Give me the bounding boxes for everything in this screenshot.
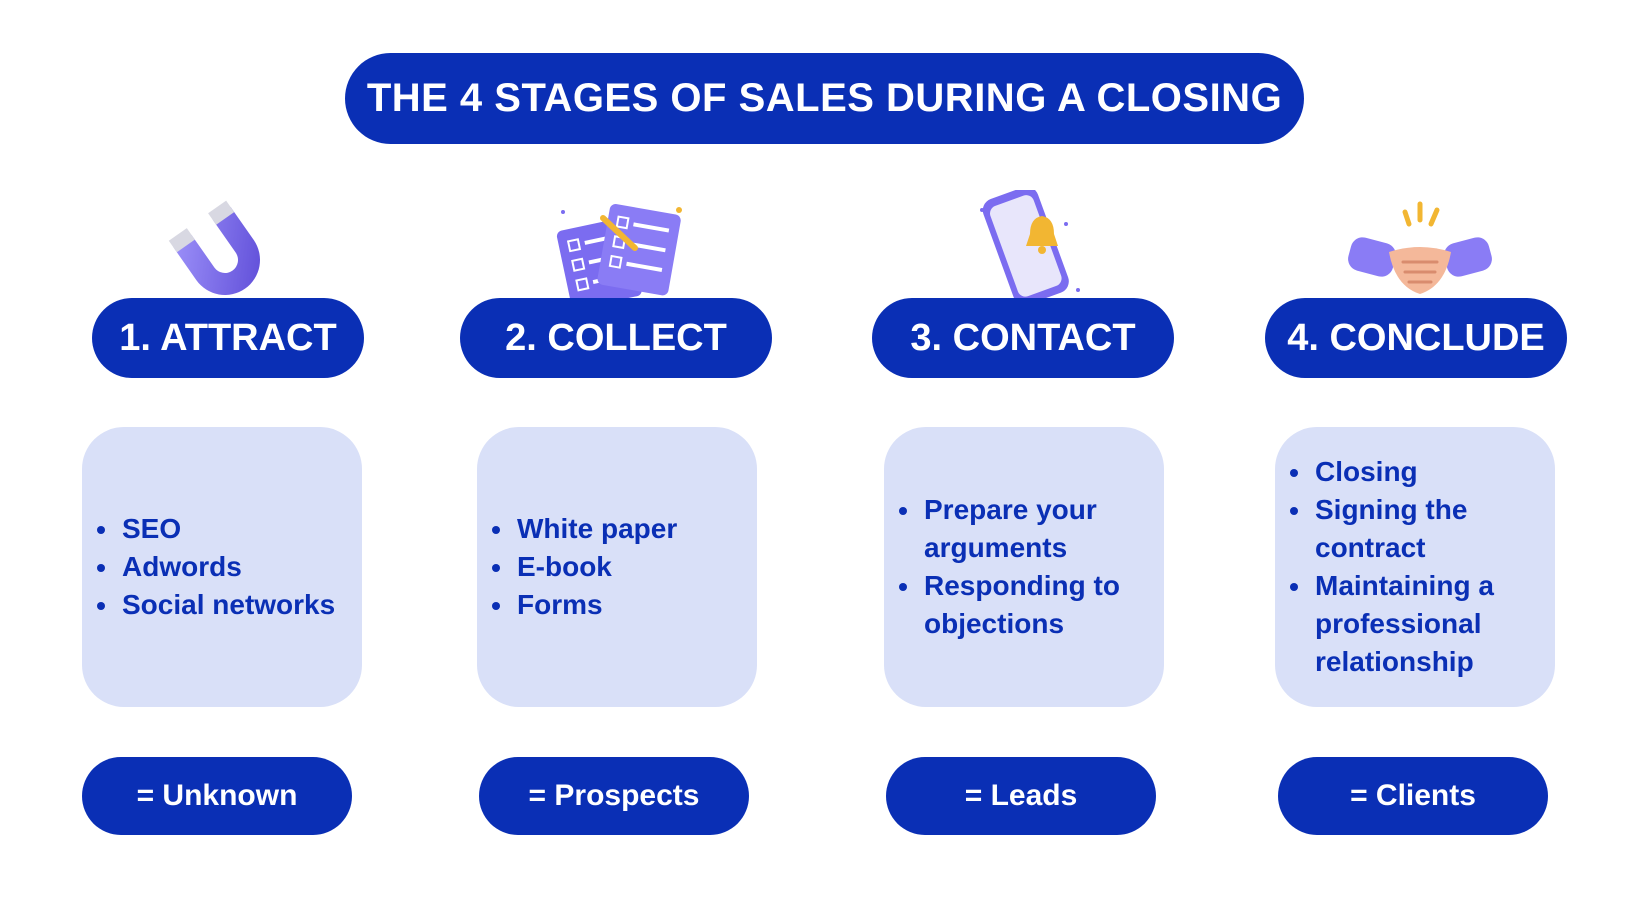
list-item: Forms [491, 586, 677, 624]
stage-items-box: Closing Signing the contract Maintaining… [1275, 427, 1555, 707]
stage-label: 3. CONTACT [872, 298, 1174, 378]
list-item: E-book [491, 548, 677, 586]
stage-attract: 1. ATTRACT SEO Adwords Social networks =… [70, 0, 380, 924]
stage-label: 2. COLLECT [460, 298, 772, 378]
list-item: Closing [1290, 453, 1555, 491]
stage-collect: 2. COLLECT White paper E-book Forms = Pr… [460, 0, 775, 924]
list-item: Social networks [96, 586, 335, 624]
stage-conclude: 4. CONCLUDE Closing Signing the contract… [1265, 0, 1575, 924]
list-item: Signing the contract [1290, 491, 1555, 567]
magnet-icon [150, 190, 300, 320]
list-item: White paper [491, 510, 677, 548]
list-item: Responding to objections [899, 567, 1164, 643]
phone-notification-icon [952, 186, 1102, 320]
stage-items-box: White paper E-book Forms [477, 427, 757, 707]
page-title: THE 4 STAGES OF SALES DURING A CLOSING [345, 53, 1304, 144]
list-item: SEO [96, 510, 335, 548]
stage-items-box: Prepare your arguments Responding to obj… [884, 427, 1164, 707]
stage-items-list: Closing Signing the contract Maintaining… [1275, 453, 1555, 681]
list-item: Maintaining a professional relationship [1290, 567, 1555, 681]
checklist-icon [545, 190, 695, 320]
list-item: Adwords [96, 548, 335, 586]
stage-result: = Unknown [82, 757, 352, 835]
list-item: Prepare your arguments [899, 491, 1164, 567]
stage-result: = Leads [886, 757, 1156, 835]
stage-items-list: SEO Adwords Social networks [82, 510, 335, 624]
stage-label: 4. CONCLUDE [1265, 298, 1567, 378]
stage-label: 1. ATTRACT [92, 298, 364, 378]
stage-items-box: SEO Adwords Social networks [82, 427, 362, 707]
stage-result: = Clients [1278, 757, 1548, 835]
stage-items-list: Prepare your arguments Responding to obj… [884, 491, 1164, 643]
stage-items-list: White paper E-book Forms [477, 510, 677, 624]
handshake-icon [1345, 190, 1495, 320]
stage-result: = Prospects [479, 757, 749, 835]
stage-contact: 3. CONTACT Prepare your arguments Respon… [872, 0, 1182, 924]
